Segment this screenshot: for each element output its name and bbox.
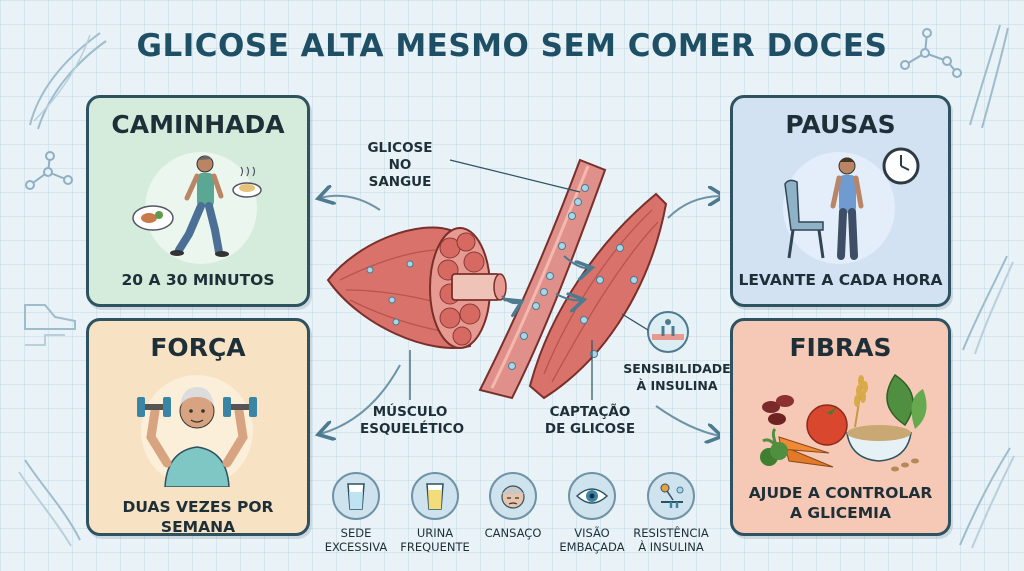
fiber-foods-icon bbox=[760, 373, 927, 472]
eye-icon bbox=[568, 472, 616, 520]
decorative-muscle-sketch bbox=[29, 32, 107, 130]
walking-person-icon bbox=[132, 152, 262, 264]
insulin-receptor-icon bbox=[647, 472, 695, 520]
label-sensitivity-line1: SENSIBILIDADE bbox=[623, 361, 731, 376]
label-sensitivity-line2: À INSULINA bbox=[636, 378, 718, 393]
card-walking-title: CAMINHADA bbox=[111, 110, 285, 139]
label-blood-glucose-line1: GLICOSE bbox=[367, 140, 433, 156]
label-blood-glucose-line2: NO SANGUE bbox=[368, 157, 432, 190]
card-pauses-caption: LEVANTE A CADA HORA bbox=[738, 271, 943, 289]
decorative-vessel-sketch bbox=[959, 447, 1015, 549]
symptom-label-line2: FREQUENTE bbox=[400, 540, 470, 554]
label-skeletal-muscle: MÚSCULO ESQUELÉTICO bbox=[360, 404, 465, 438]
card-fiber-caption-line1: AJUDE A CONTROLAR bbox=[748, 484, 933, 502]
symptom-label-line2: EXCESSIVA bbox=[324, 540, 388, 554]
skeletal-muscle-illustration bbox=[326, 226, 507, 349]
water-glass-icon bbox=[332, 472, 380, 520]
insulin-receptor-detail bbox=[621, 311, 689, 353]
decorative-molecule-icon bbox=[25, 151, 73, 190]
arrow-to-strength bbox=[320, 364, 401, 434]
tired-face-icon bbox=[489, 472, 537, 520]
label-glucose-uptake: CAPTAÇÃO DE GLICOSE bbox=[540, 404, 640, 438]
symptom-label-line1: SEDE bbox=[340, 526, 372, 540]
muscle-glucose-diagram bbox=[300, 158, 720, 460]
card-pauses: PAUSAS LEVANTE A CADA HORA bbox=[730, 95, 951, 307]
card-strength: FORÇA DUAS VEZES POR SEMANA bbox=[86, 318, 310, 536]
dumbbell-elderly-person-icon bbox=[137, 375, 257, 487]
label-uptake-line2: DE GLICOSE bbox=[544, 421, 636, 437]
card-strength-caption: DUAS VEZES POR SEMANA bbox=[122, 498, 274, 536]
symptom-label-line2: À INSULINA bbox=[638, 540, 704, 554]
decorative-molecule-icon bbox=[900, 28, 962, 78]
symptom-label-line1: VISÃO bbox=[574, 526, 610, 540]
arrow-to-pauses bbox=[667, 196, 720, 219]
label-blood-glucose: GLICOSE NO SANGUE bbox=[360, 140, 440, 191]
urine-glass-icon bbox=[411, 472, 459, 520]
symptom-label-line1: CANSAÇO bbox=[484, 526, 542, 540]
label-muscle-line1: MÚSCULO bbox=[372, 404, 448, 420]
card-walking-caption: 20 A 30 MINUTOS bbox=[121, 271, 275, 289]
label-insulin-sensitivity: SENSIBILIDADE À INSULINA bbox=[622, 360, 732, 394]
standing-person-chair-icon bbox=[783, 147, 920, 264]
card-pauses-title: PAUSAS bbox=[785, 110, 896, 139]
arrow-to-walking bbox=[320, 196, 381, 211]
decorative-muscle-sketch bbox=[962, 255, 1014, 355]
card-strength-title: FORÇA bbox=[150, 333, 246, 362]
card-fiber-title: FIBRAS bbox=[789, 333, 892, 362]
decorative-shoe-sketch bbox=[24, 304, 76, 346]
card-walking: CAMINHADA 20 A 30 MINUTOS bbox=[86, 95, 310, 307]
arrow-to-fiber bbox=[655, 405, 720, 436]
card-fiber-caption-line2: A GLICEMIA bbox=[790, 504, 891, 522]
decorative-vessel-sketch bbox=[969, 24, 1009, 129]
blood-vessel-illustration bbox=[478, 158, 607, 400]
symptom-label-line1: RESISTÊNCIA bbox=[633, 526, 709, 540]
card-fiber: FIBRAS AJUDE A CONTROLAR A GLICEMIA bbox=[730, 318, 951, 536]
symptom-label-line1: URINA bbox=[416, 526, 454, 540]
decorative-muscle-sketch bbox=[18, 459, 81, 547]
label-muscle-line2: ESQUELÉTICO bbox=[360, 421, 465, 437]
label-uptake-line1: CAPTAÇÃO bbox=[549, 404, 631, 420]
page-title: GLICOSE ALTA MESMO SEM COMER DOCES bbox=[136, 28, 888, 64]
card-fiber-caption: AJUDE A CONTROLAR A GLICEMIA bbox=[733, 483, 948, 523]
symptom-fatigue: CANSAÇO bbox=[474, 472, 552, 540]
symptom-label-line2: EMBAÇADA bbox=[559, 540, 625, 554]
